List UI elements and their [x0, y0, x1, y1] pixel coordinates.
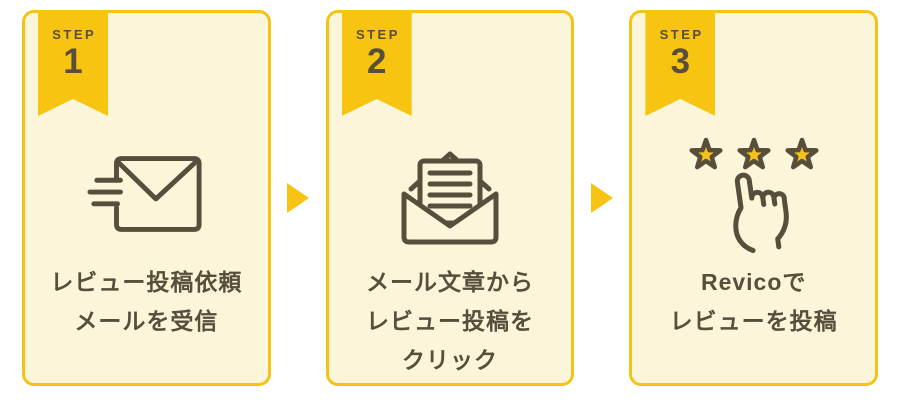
step-caption: Revicoで レビューを投稿	[670, 263, 838, 341]
step-label: STEP	[52, 27, 97, 42]
step-number: 3	[670, 42, 691, 81]
step-caption: メール文章から レビュー投稿を クリック	[366, 263, 534, 380]
step-caption: レビュー投稿依頼 メールを受信	[50, 263, 242, 341]
step-label: STEP	[355, 27, 400, 42]
step-ribbon-2: STEP 2	[342, 10, 412, 116]
right-arrow-icon	[287, 183, 310, 213]
step-card-1: STEP 1 レビュー投稿依頼 メールを受信	[22, 10, 271, 386]
step-number: 1	[63, 42, 83, 81]
step-icon-box	[398, 133, 502, 255]
step-ribbon-1: STEP 1	[38, 10, 108, 116]
caption-line: レビューを投稿	[669, 308, 838, 334]
step-card-3: STEP 3 Revicoで レビューを投稿	[629, 10, 879, 386]
step-ribbon-3: STEP 3	[645, 10, 715, 116]
step-number: 2	[366, 42, 387, 81]
mail-send-icon	[87, 156, 202, 232]
arrow-gap	[574, 10, 629, 386]
arrow-gap	[271, 10, 326, 386]
step-icon-box	[87, 133, 205, 255]
step-icon-box	[684, 133, 824, 255]
caption-line: レビュー投稿を	[366, 308, 534, 334]
caption-line: メールを受信	[74, 308, 219, 334]
step-label: STEP	[659, 27, 704, 42]
mail-open-icon	[401, 151, 499, 245]
caption-line: Revicoで	[700, 269, 807, 295]
caption-line: クリック	[402, 347, 498, 373]
stars-tap-icon	[689, 137, 819, 253]
right-arrow-icon	[590, 183, 613, 213]
caption-line: レビュー投稿依頼	[50, 269, 243, 295]
caption-line: メール文章から	[366, 269, 534, 295]
step-card-2: STEP 2 メール文章から レビュー投稿を クリック	[325, 10, 575, 386]
